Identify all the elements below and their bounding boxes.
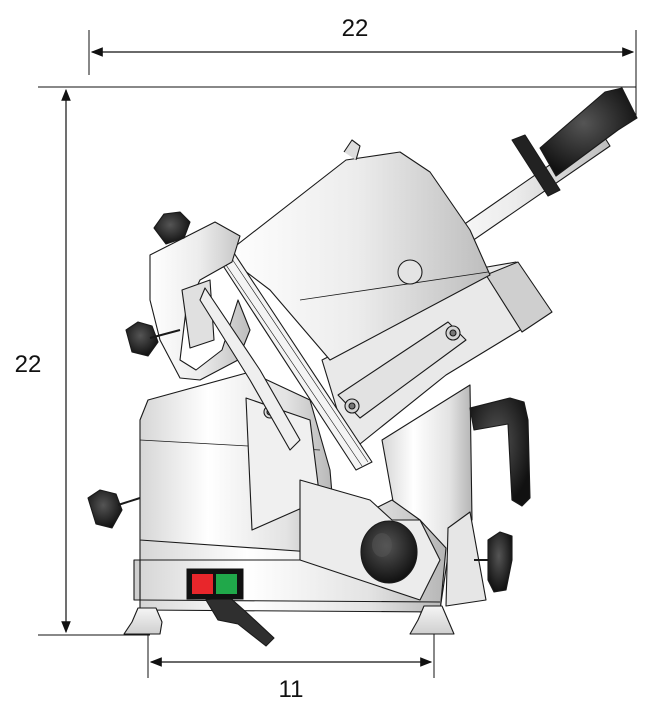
dimension-top-width: 22: [88, 15, 637, 118]
on-switch[interactable]: [216, 574, 237, 594]
gauge-plate: [149, 221, 251, 381]
blade-cover: [223, 151, 491, 361]
dimension-left-height: 22: [15, 86, 636, 636]
base-lever[interactable]: [487, 531, 513, 593]
side-handle[interactable]: [469, 397, 531, 507]
switch-panel: [186, 568, 244, 600]
pusher-grip[interactable]: [539, 87, 638, 177]
gauge-knob-top[interactable]: [153, 211, 191, 245]
dimension-left-label: 22: [15, 351, 42, 378]
foot-right: [409, 605, 455, 635]
gauge-knob-mid[interactable]: [125, 321, 159, 357]
dimension-base-label: 11: [279, 676, 304, 702]
dimension-top-label: 22: [342, 15, 369, 42]
foot-left: [123, 607, 163, 635]
meat-slicer: [87, 87, 638, 647]
dimension-base-width: 11: [147, 630, 435, 702]
front-knob[interactable]: [87, 489, 123, 529]
off-switch[interactable]: [192, 574, 213, 594]
